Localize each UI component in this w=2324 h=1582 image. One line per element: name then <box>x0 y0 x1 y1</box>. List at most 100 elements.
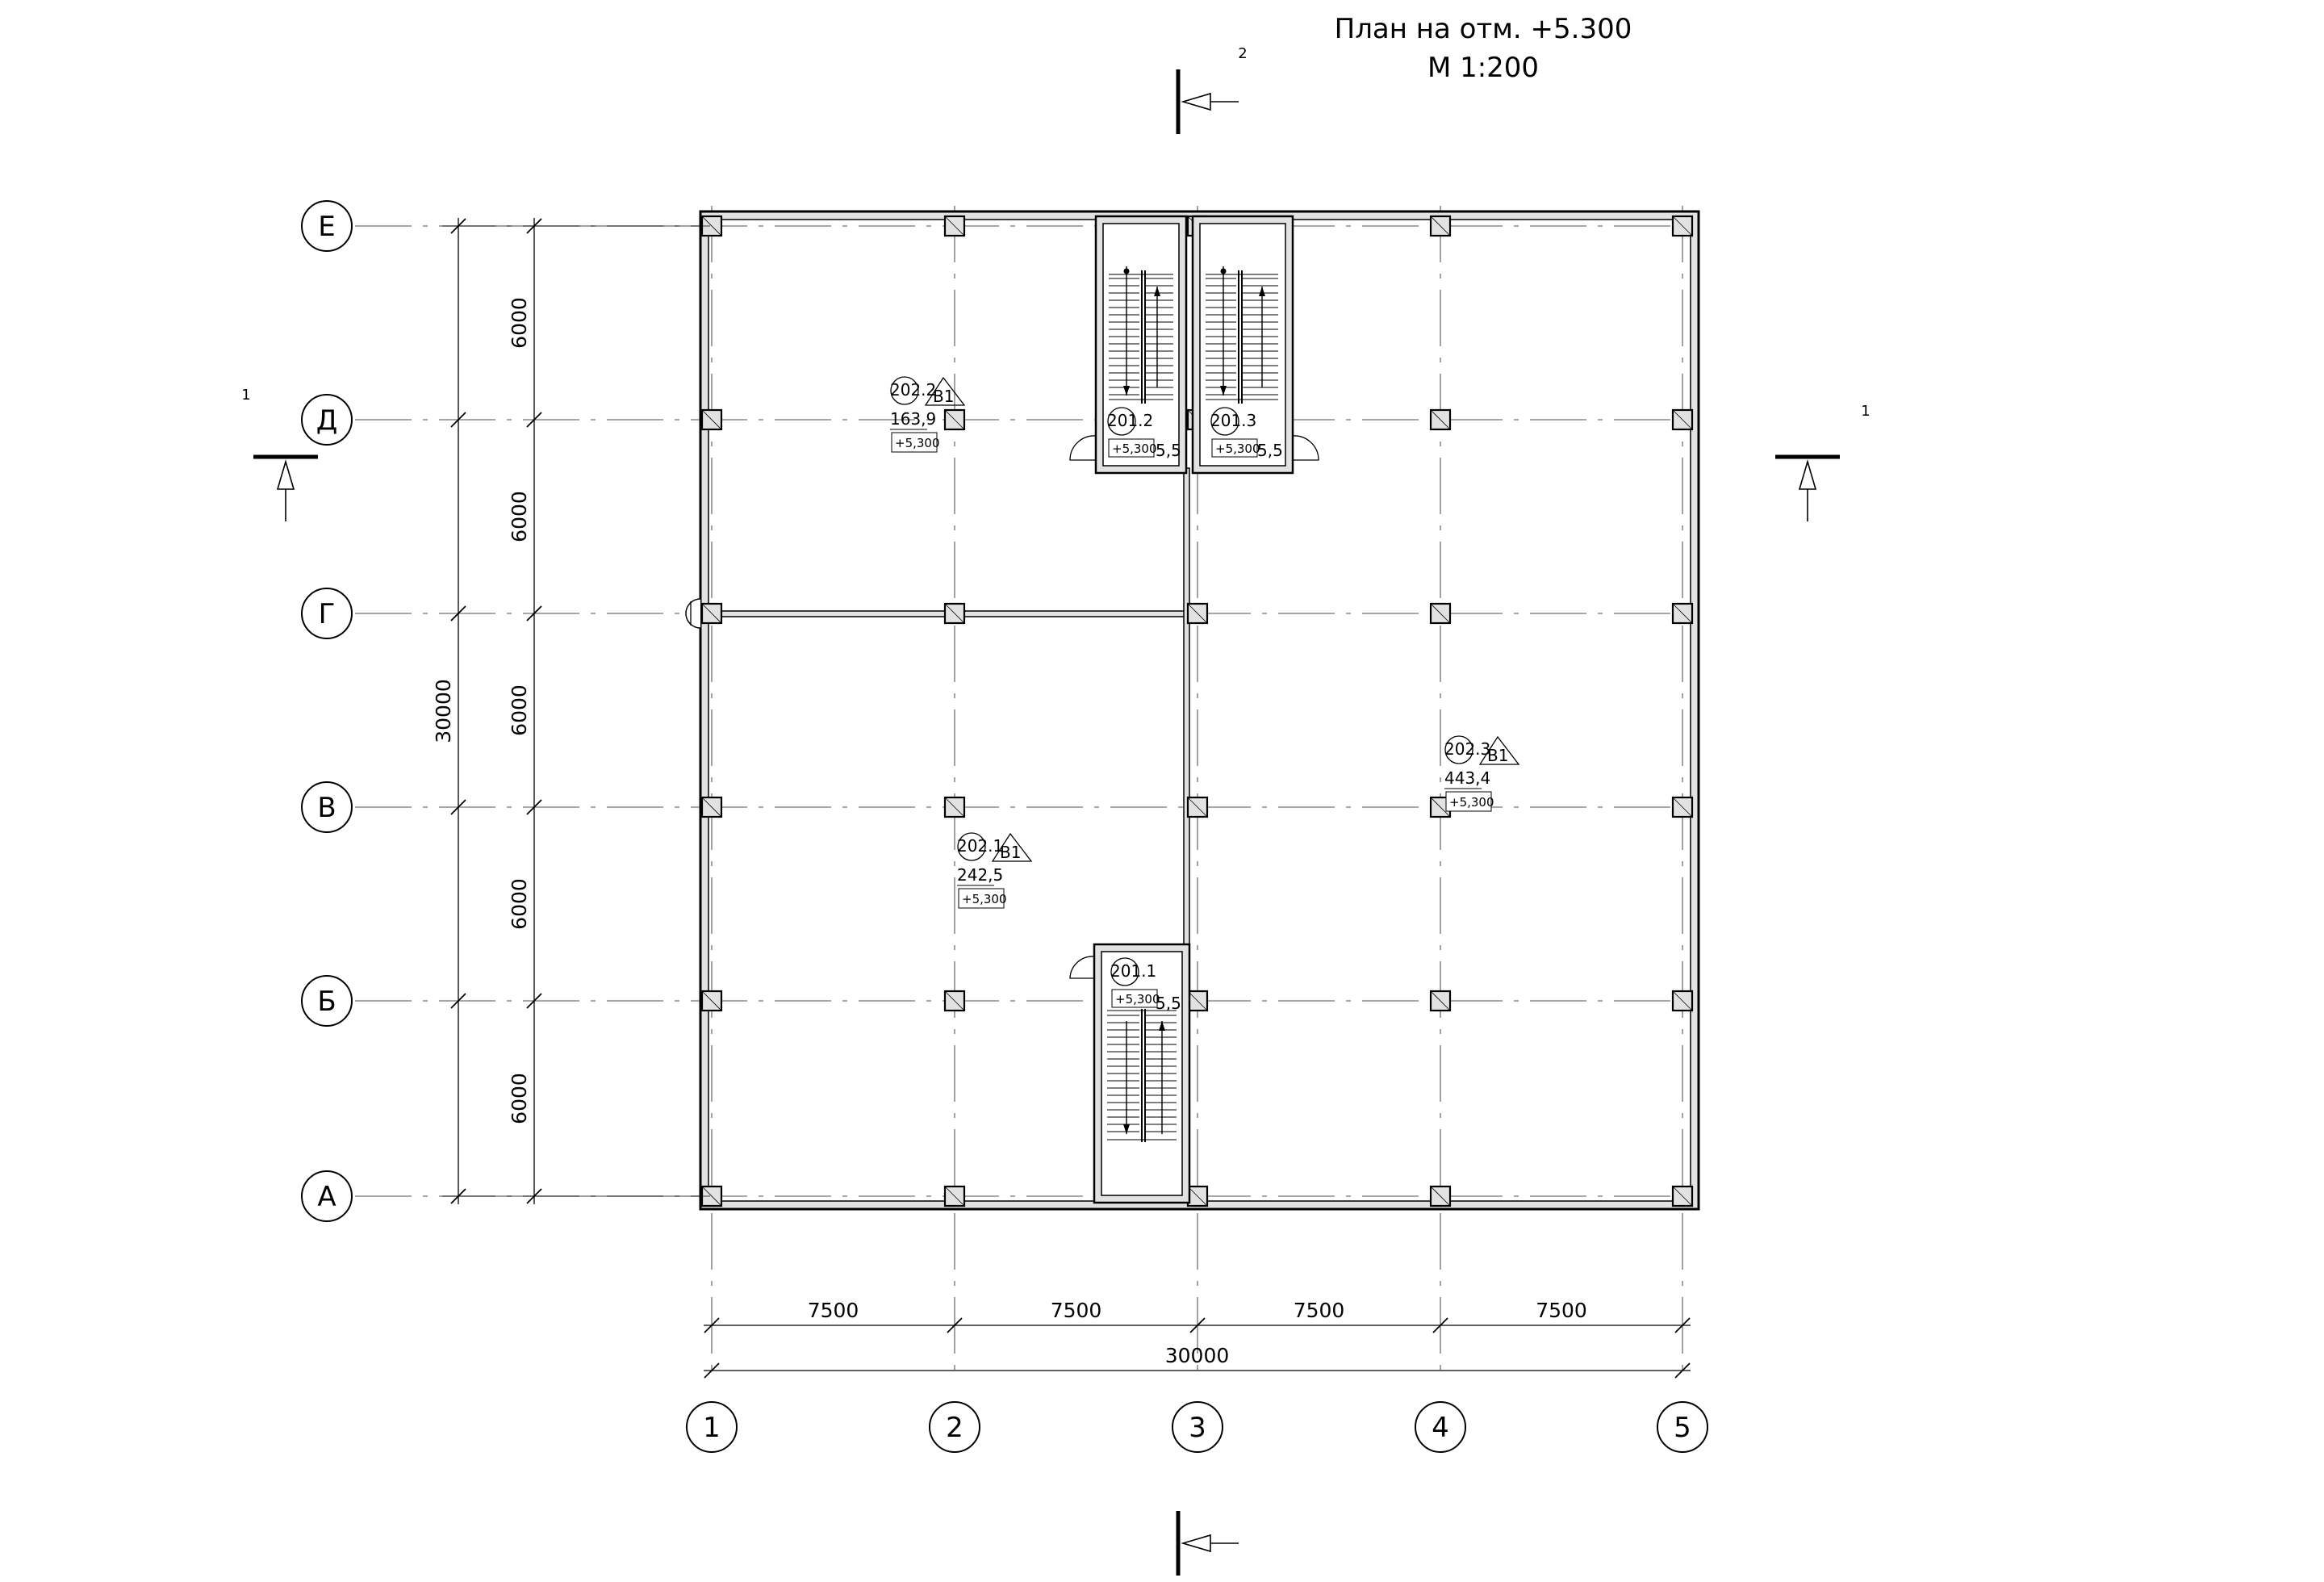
axis-label-row: В <box>317 792 336 824</box>
axis-bubble-row <box>301 588 353 639</box>
dim-tick <box>526 605 542 622</box>
room-level-box <box>891 432 938 453</box>
dim-tick <box>947 1317 963 1333</box>
column-hatch <box>1187 990 1208 1011</box>
stair-level: +5,300 <box>1115 992 1160 1007</box>
room-tag: В1 <box>1000 843 1021 862</box>
column-hatch <box>1672 990 1693 1011</box>
room-level: +5,300 <box>1449 795 1494 810</box>
room-id-circle <box>890 376 919 405</box>
room-level: +5,300 <box>962 892 1007 906</box>
door-arc <box>1069 956 1095 979</box>
drawing-scale: М 1:200 <box>1427 52 1539 84</box>
door-arc <box>685 598 701 629</box>
section-marker-bottom: 2 <box>1176 1511 1239 1576</box>
axis-label-col: 3 <box>1189 1412 1206 1444</box>
section-marker-bottom-arrow <box>1181 1534 1211 1553</box>
dim-tick <box>526 993 542 1009</box>
columns <box>700 215 1694 1207</box>
section-markers: 2 2 1 1 <box>241 45 1870 1576</box>
room-area: 443,4 <box>1444 768 1490 788</box>
axis-bubble-row <box>301 781 353 833</box>
stair-area: 5,5 <box>1156 441 1181 460</box>
stair-id: 201.3 <box>1210 411 1256 430</box>
dim-label-horizontal: 7500 <box>1294 1299 1345 1322</box>
dim-label-vertical: 6000 <box>508 878 531 930</box>
column-hatch <box>701 797 722 818</box>
axis-bubble-row <box>301 200 353 252</box>
room-id: 202.1 <box>957 836 1003 856</box>
dim-tick <box>526 412 542 428</box>
dim-label-horizontal-total: 30000 <box>1165 1344 1230 1367</box>
section-marker-top: 2 <box>1176 45 1248 134</box>
room-id: 202.2 <box>890 380 936 400</box>
column-hatch <box>944 797 965 818</box>
axis-label-row: А <box>317 1181 336 1213</box>
section-marker-right-label: 1 <box>1861 403 1870 420</box>
stair-id-circle <box>1107 407 1136 436</box>
stair-level: +5,300 <box>1215 442 1260 456</box>
column-hatch <box>701 603 722 624</box>
room-id-circle <box>957 832 986 861</box>
section-marker-right: 1 <box>1775 403 1870 521</box>
room-level: +5,300 <box>895 436 940 450</box>
axis-bubble-col <box>1172 1401 1223 1453</box>
stair-arrow-dot <box>1220 268 1227 274</box>
dim-label-horizontal: 7500 <box>1536 1299 1587 1322</box>
stair-area: 5,5 <box>1257 441 1283 460</box>
dim-tick <box>1674 1362 1691 1379</box>
axis-bubble-row <box>301 975 353 1027</box>
dim-tick <box>450 605 466 622</box>
axis-bubble-col <box>1415 1401 1466 1453</box>
room-label-202-3: 202.3В1 443,4 +5,300 <box>1444 735 1520 812</box>
column-hatch <box>701 409 722 430</box>
stair-level-box <box>1111 989 1158 1008</box>
stair-id: 201.2 <box>1107 411 1153 430</box>
stair-201-3 <box>1191 215 1294 475</box>
section-marker-left: 1 <box>241 387 318 521</box>
room-area: 163,9 <box>890 409 936 429</box>
stair-area: 5,5 <box>1156 994 1181 1013</box>
axis-label-row: Г <box>319 598 336 630</box>
axis-bubble-row <box>301 1170 353 1222</box>
column-hatch <box>944 409 965 430</box>
stair-level: +5,300 <box>1112 442 1157 456</box>
dim-label-vertical-total: 30000 <box>432 679 455 743</box>
axis-bubble-col <box>686 1401 738 1453</box>
section-marker-left-arrow <box>276 459 295 490</box>
stair-arrow-dot <box>1123 268 1130 274</box>
dim-label-vertical: 6000 <box>508 684 531 736</box>
room-tag: В1 <box>933 387 954 406</box>
stair-id: 201.1 <box>1110 961 1156 981</box>
column-hatch <box>1672 1186 1693 1207</box>
axis-label-col: 4 <box>1432 1412 1449 1444</box>
stair-arrow-head <box>1154 287 1160 296</box>
column-hatch <box>1430 990 1451 1011</box>
room-id: 202.3 <box>1444 739 1490 759</box>
dim-tick <box>450 993 466 1009</box>
stairwells <box>685 215 1319 1204</box>
stair-arrow-head <box>1123 1124 1130 1134</box>
column-hatch <box>944 990 965 1011</box>
dim-tick <box>526 799 542 815</box>
stair-id-circle <box>1110 957 1139 986</box>
partition-col-3 <box>1183 467 1190 945</box>
drawing-title: План на отм. +5.300 <box>1335 13 1632 45</box>
dim-tick <box>1674 1317 1691 1333</box>
column-hatch <box>1672 409 1693 430</box>
axis-label-col: 5 <box>1674 1412 1691 1444</box>
column-hatch <box>1672 797 1693 818</box>
section-marker-top-label: 2 <box>1238 45 1247 62</box>
room-tag: В1 <box>1487 746 1508 765</box>
dim-label-vertical: 6000 <box>508 1073 531 1124</box>
axis-label-col: 1 <box>703 1412 721 1444</box>
dim-label-horizontal: 7500 <box>1051 1299 1102 1322</box>
stair-level-box <box>1108 438 1155 458</box>
room-level-box <box>1445 791 1492 812</box>
column-hatch <box>1672 603 1693 624</box>
